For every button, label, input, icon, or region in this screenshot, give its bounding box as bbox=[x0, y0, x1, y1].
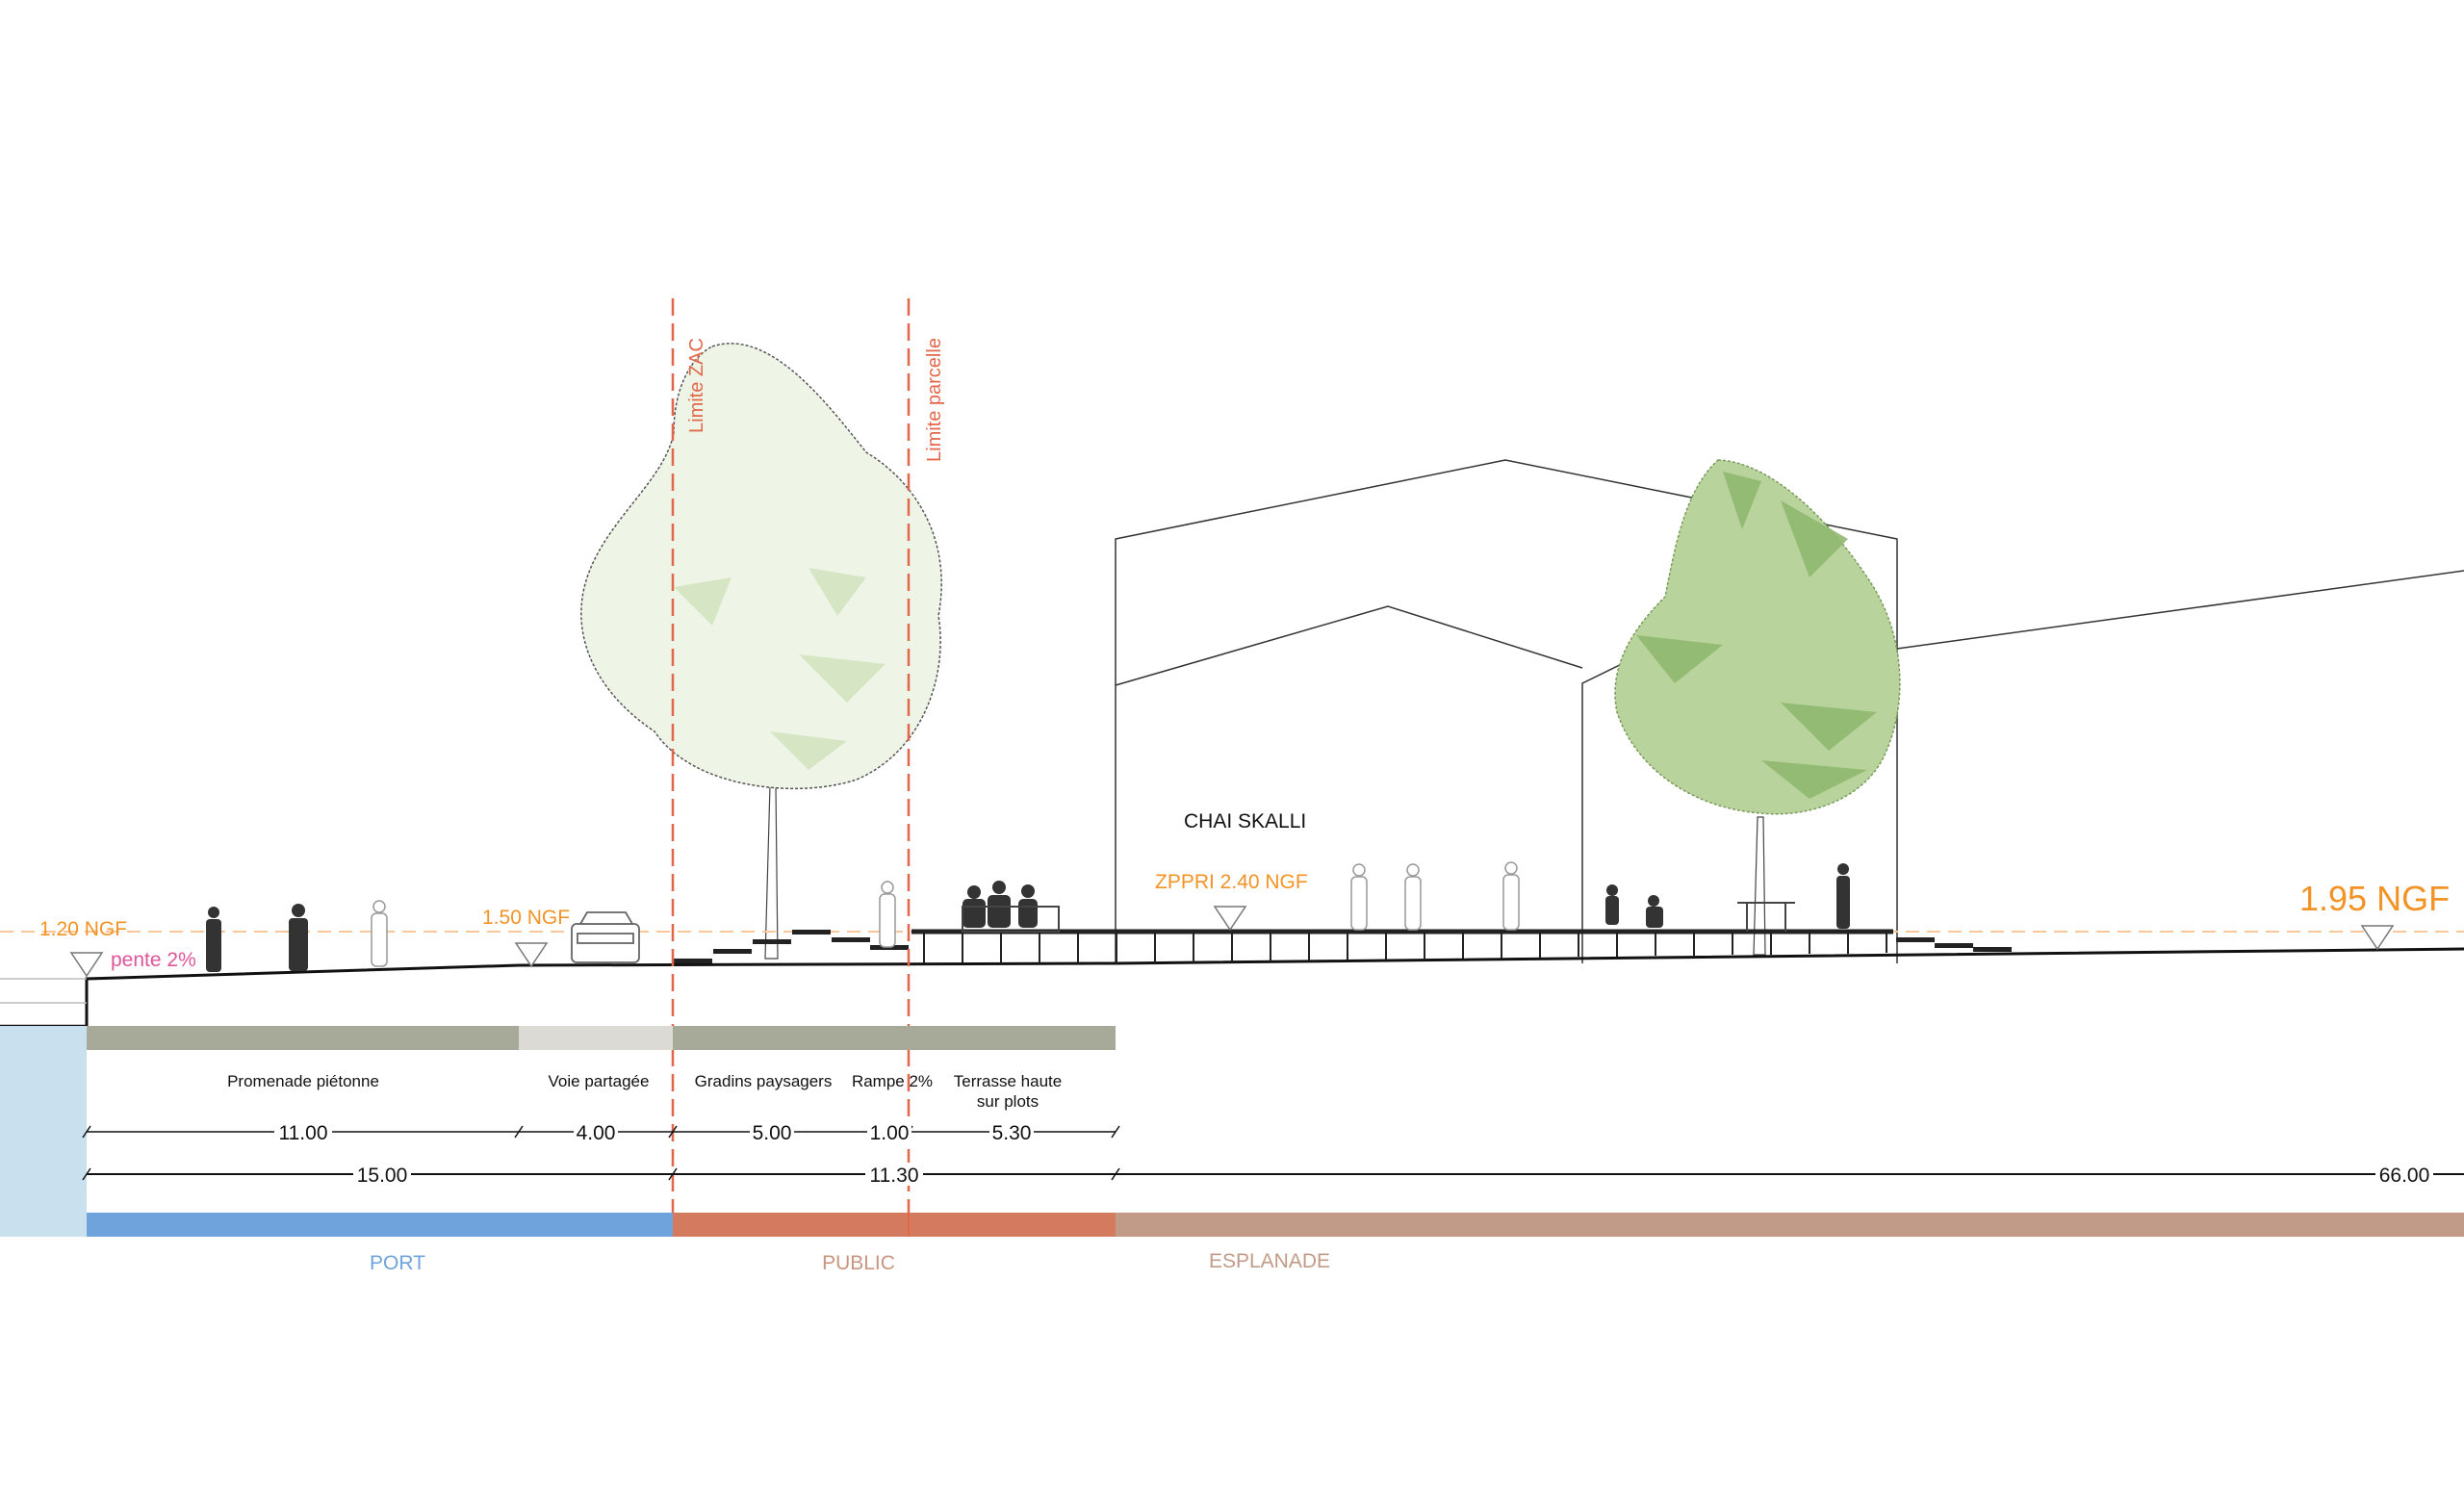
level-right-label: 1.95 NGF bbox=[2299, 879, 2450, 918]
dim-terrasse: 5.30 bbox=[992, 1122, 1032, 1144]
level-road-label: 1.50 NGF bbox=[482, 907, 570, 929]
segment-gradins-label: Gradins paysagers bbox=[695, 1072, 833, 1090]
dim-voie: 4.00 bbox=[577, 1122, 616, 1144]
bench bbox=[962, 906, 1060, 933]
raised-terrace-deck bbox=[911, 929, 2012, 963]
building-name-label: CHAI SKALLI bbox=[1184, 810, 1306, 832]
level-zppri-label: ZPPRI 2.40 NGF bbox=[1155, 871, 1308, 893]
dim-public: 11.30 bbox=[870, 1165, 919, 1187]
zone-bar-port bbox=[87, 1213, 673, 1237]
tree-left bbox=[580, 343, 942, 960]
dim-port: 15.00 bbox=[357, 1165, 408, 1187]
segment-promenade-label: Promenade piétonne bbox=[227, 1072, 379, 1090]
landscape-steps bbox=[674, 930, 909, 963]
limit-lines bbox=[671, 298, 911, 1237]
people-silhouettes bbox=[206, 861, 1850, 972]
dim-promenade: 11.00 bbox=[279, 1122, 328, 1144]
zone-bar-esplanade bbox=[1116, 1213, 2464, 1237]
water-area bbox=[0, 1026, 87, 1237]
zone-esplanade-label: ESPLANADE bbox=[1209, 1250, 1330, 1272]
zone-public-label: PUBLIC bbox=[822, 1252, 895, 1274]
limit-parcelle-label: Limite parcelle bbox=[924, 338, 945, 462]
level-marker-icons bbox=[69, 906, 2395, 978]
paving-bar-shared-lane bbox=[519, 1026, 673, 1050]
zone-bar-public bbox=[673, 1213, 1116, 1237]
segment-voie-label: Voie partagée bbox=[549, 1072, 650, 1090]
limit-zac-label: Limite ZAC bbox=[686, 338, 707, 433]
picnic-table bbox=[1737, 902, 1795, 932]
paving-bar-public bbox=[673, 1026, 1116, 1050]
tree-right bbox=[1614, 459, 1901, 956]
dim-gradins: 5.00 bbox=[753, 1122, 792, 1144]
dim-esplanade: 66.00 bbox=[2379, 1165, 2430, 1187]
dimension-values: 11.00 4.00 5.00 1.00 5.30 15.00 11.30 66… bbox=[274, 1120, 2433, 1187]
segment-terrasse-label-2: sur plots bbox=[977, 1092, 1039, 1111]
zone-port-label: PORT bbox=[370, 1252, 425, 1274]
slope-label: pente 2% bbox=[111, 949, 196, 971]
level-left-label: 1.20 NGF bbox=[39, 918, 127, 940]
dim-rampe: 1.00 bbox=[870, 1122, 910, 1144]
segment-terrasse-label-1: Terrasse haute bbox=[954, 1072, 1062, 1090]
paving-bar-promenade bbox=[87, 1026, 519, 1050]
dimension-lines bbox=[82, 1125, 2464, 1181]
car-front-view bbox=[571, 911, 640, 963]
segment-rampe-label: Rampe 2% bbox=[852, 1072, 933, 1090]
